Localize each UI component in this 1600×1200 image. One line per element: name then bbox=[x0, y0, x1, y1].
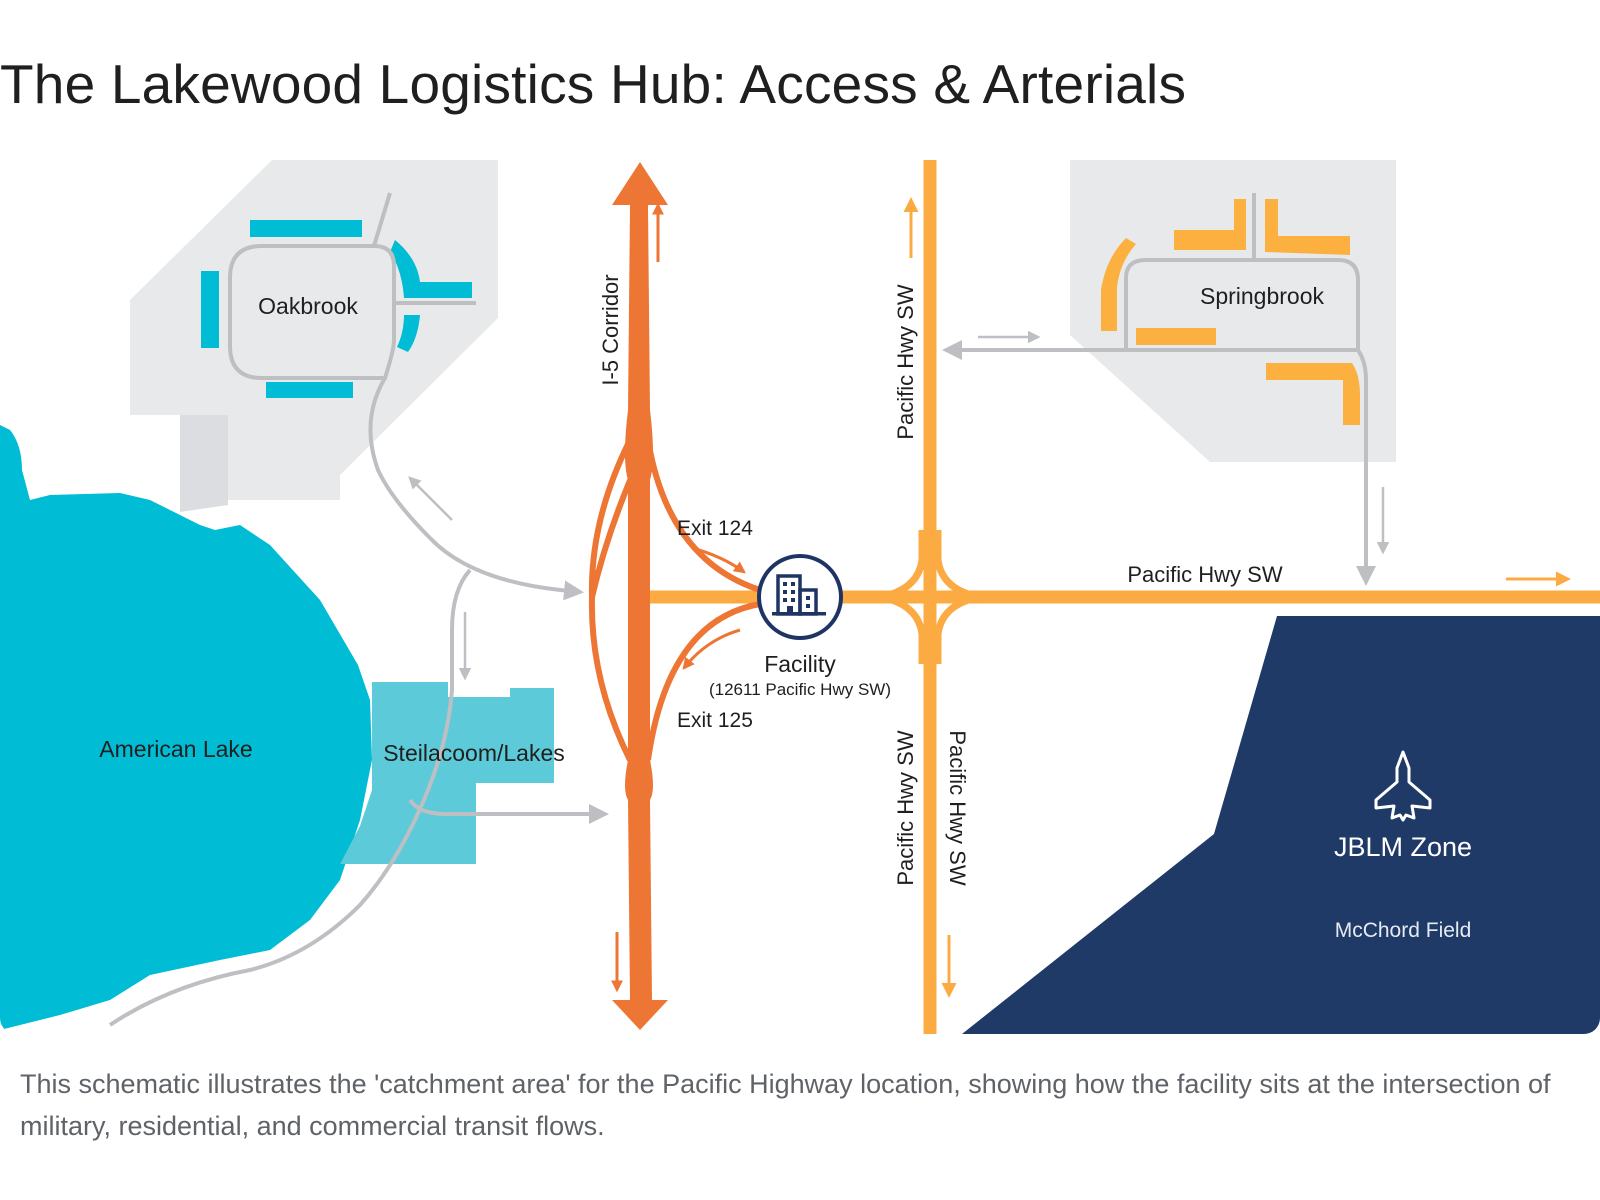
building bbox=[1101, 238, 1136, 331]
building bbox=[250, 220, 362, 237]
american-lake-label: American Lake bbox=[99, 736, 252, 762]
springbrook-label: Springbrook bbox=[1200, 283, 1325, 309]
west-local-roads bbox=[108, 376, 609, 1027]
building bbox=[390, 240, 472, 298]
building bbox=[1266, 363, 1360, 425]
oakbrook-buildings bbox=[201, 220, 472, 398]
page-title: The Lakewood Logistics Hub: Access & Art… bbox=[0, 53, 1187, 115]
building bbox=[397, 315, 420, 352]
pacific-hwy-south-right-label: Pacific Hwy SW bbox=[945, 730, 970, 885]
building bbox=[201, 271, 219, 348]
steilacoom-label: Steilacoom/Lakes bbox=[383, 740, 565, 766]
fighter-jet-icon bbox=[1374, 750, 1432, 822]
facility-marker[interactable] bbox=[757, 554, 843, 640]
i5-corridor bbox=[588, 162, 761, 1030]
flow-arrows-interstate bbox=[611, 202, 746, 993]
facility-name-label: Facility bbox=[764, 651, 836, 677]
flow-arrows-arterial bbox=[903, 197, 1571, 998]
arrow-from-facility-icon bbox=[682, 628, 741, 670]
oakbrook-label: Oakbrook bbox=[258, 293, 358, 319]
building bbox=[1174, 199, 1246, 250]
facility-address-label: (12611 Pacific Hwy SW) bbox=[709, 680, 891, 699]
pacific-hwy-south-left-label: Pacific Hwy SW bbox=[893, 730, 918, 885]
building bbox=[1136, 328, 1216, 345]
arrow-northwest-icon bbox=[408, 476, 453, 521]
flow-arrows-local bbox=[408, 330, 1390, 681]
i5-corridor-label: I-5 Corridor bbox=[598, 274, 623, 385]
oakbrook-zone-shadow bbox=[180, 415, 228, 512]
catchment-map: Oakbrook Springbrook American Lake Steil… bbox=[0, 158, 1600, 1034]
arrow-to-facility-icon bbox=[691, 546, 746, 574]
american-lake bbox=[0, 425, 372, 1030]
map-caption: This schematic illustrates the 'catchmen… bbox=[20, 1069, 1551, 1141]
office-building-icon bbox=[772, 574, 826, 616]
pacific-hwy-east-label: Pacific Hwy SW bbox=[1127, 562, 1282, 587]
building bbox=[1265, 199, 1350, 255]
springbrook-zone bbox=[1070, 160, 1396, 462]
exit-124-label: Exit 124 bbox=[677, 517, 753, 540]
jblm-zone-label: JBLM Zone bbox=[1334, 832, 1472, 862]
jblm-zone bbox=[962, 616, 1600, 1034]
springbrook-buildings bbox=[1101, 199, 1360, 425]
springbrook-local-roads bbox=[942, 193, 1376, 586]
exit-125-label: Exit 125 bbox=[677, 709, 753, 732]
pacific-hwy-north-label: Pacific Hwy SW bbox=[893, 284, 918, 439]
building bbox=[266, 382, 353, 398]
pacific-hwy-network bbox=[642, 160, 1600, 1034]
mcchord-field-label: McChord Field bbox=[1335, 919, 1472, 942]
steilacoom-district bbox=[340, 682, 554, 864]
